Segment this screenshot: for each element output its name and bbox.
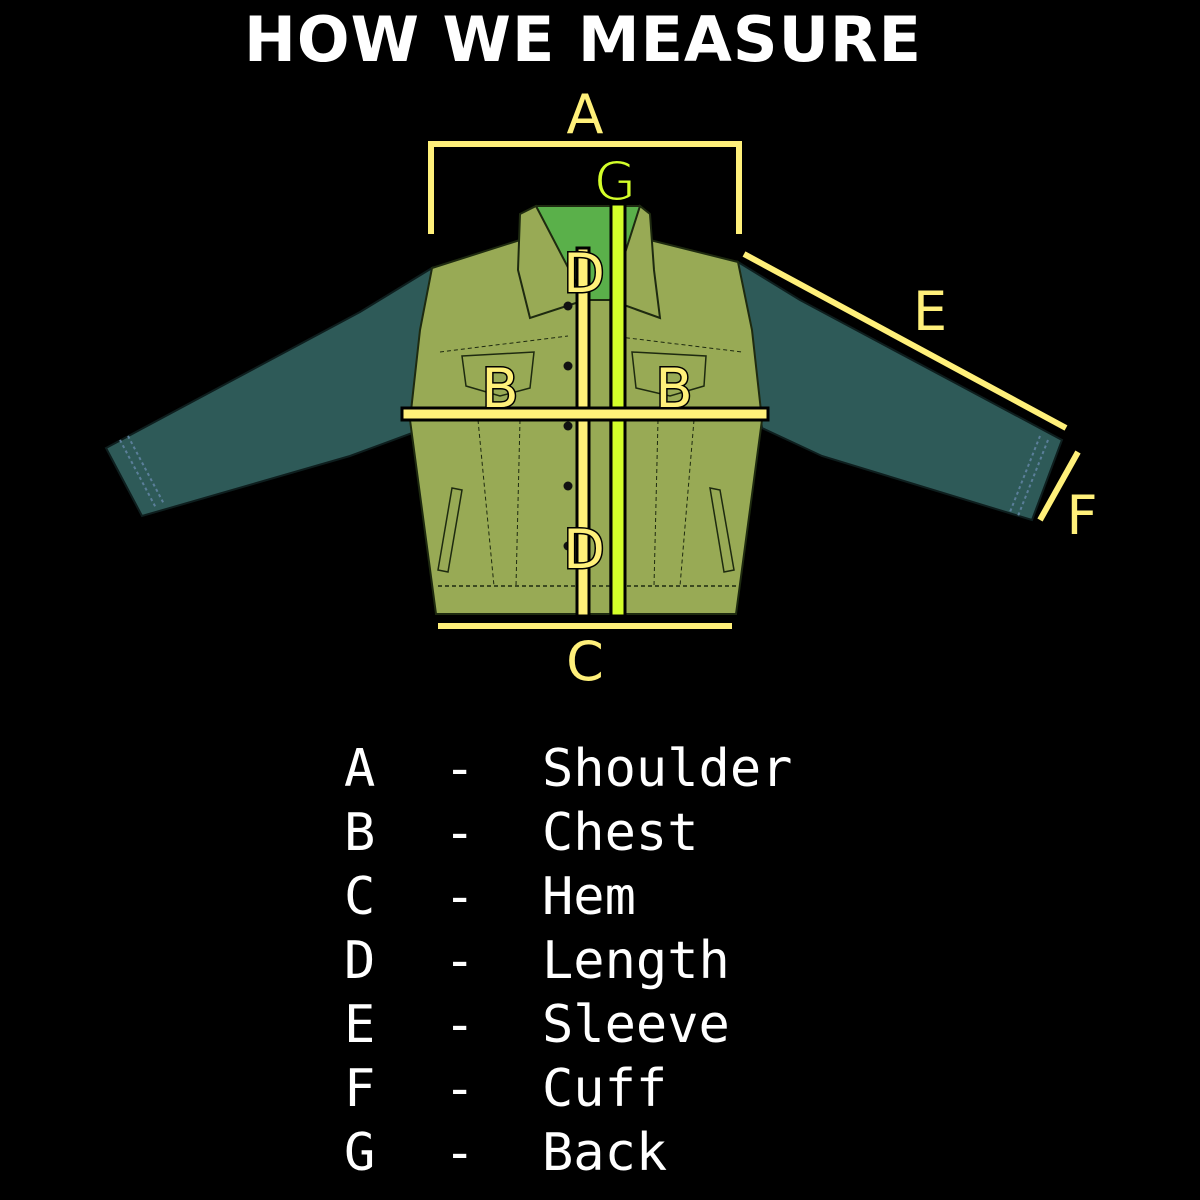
- legend-row: E - Sleeve: [344, 993, 792, 1057]
- right-hand-pocket: [709, 487, 735, 573]
- legend-letter: C: [344, 867, 376, 927]
- marker-c: C: [566, 630, 604, 693]
- legend-letter: B: [344, 803, 376, 863]
- left-hand-pocket: [437, 487, 463, 573]
- legend-dash: -: [444, 931, 476, 991]
- right-pocket-flap: [631, 351, 707, 397]
- legend-letter: A: [344, 739, 376, 799]
- legend-label: Cuff: [542, 1059, 668, 1119]
- legend-dash: -: [444, 1123, 476, 1183]
- legend-letter: D: [344, 931, 376, 991]
- marker-a: A: [567, 83, 604, 146]
- legend-row: F - Cuff: [344, 1057, 792, 1121]
- legend-dash: -: [444, 803, 476, 863]
- right-sleeve: [736, 260, 1064, 522]
- buttons: [563, 301, 573, 551]
- left-collar: [516, 204, 587, 320]
- marker-b-right: B: [655, 357, 692, 420]
- chest-guide: [400, 406, 770, 422]
- legend-dash: -: [444, 1059, 476, 1119]
- marker-d-bottom: D: [563, 518, 605, 581]
- legend-letter: G: [344, 1123, 376, 1183]
- legend-label: Shoulder: [542, 739, 793, 799]
- legend-letter: F: [344, 1059, 376, 1119]
- marker-f: F: [1066, 484, 1097, 547]
- legend-label: Back: [542, 1123, 668, 1183]
- legend-dash: -: [444, 867, 476, 927]
- sleeve-guide-line: [742, 251, 1068, 431]
- yoke-stitch: [439, 335, 743, 353]
- legend-row: C - Hem: [344, 865, 792, 929]
- legend-row: G - Back: [344, 1121, 792, 1185]
- marker-d-top: D: [563, 242, 605, 305]
- left-cuff-stitch: [119, 435, 165, 509]
- left-sleeve: [104, 266, 434, 518]
- legend-dash: -: [444, 739, 476, 799]
- legend-label: Chest: [542, 803, 699, 863]
- length-guide: [575, 246, 591, 618]
- marker-labels: A G D B B D C E F: [480, 83, 1098, 693]
- jacket-measurement-diagram: A G D B B D C E F: [104, 83, 1098, 693]
- marker-g: G: [594, 150, 636, 213]
- marker-e: E: [913, 280, 947, 343]
- marker-b-left: B: [481, 357, 518, 420]
- shoulder-guide: [428, 141, 742, 234]
- cuff-guide: [1037, 450, 1081, 522]
- legend-row: B - Chest: [344, 801, 792, 865]
- legend-label: Hem: [542, 867, 636, 927]
- legend-label: Length: [542, 931, 730, 991]
- legend-label: Sleeve: [542, 995, 730, 1055]
- legend-letter: E: [344, 995, 376, 1055]
- page-title: HOW WE MEASURE: [243, 3, 923, 76]
- right-cuff-stitch: [1009, 435, 1049, 517]
- measurement-legend: A - Shoulder B - Chest C - Hem D - Length E - Slee…: [344, 737, 792, 1185]
- legend-row: A - Shoulder: [344, 737, 792, 801]
- left-pocket-flap: [461, 351, 535, 397]
- measurement-guides: [400, 141, 1081, 629]
- legend-row: D - Length: [344, 929, 792, 993]
- legend-dash: -: [444, 995, 476, 1055]
